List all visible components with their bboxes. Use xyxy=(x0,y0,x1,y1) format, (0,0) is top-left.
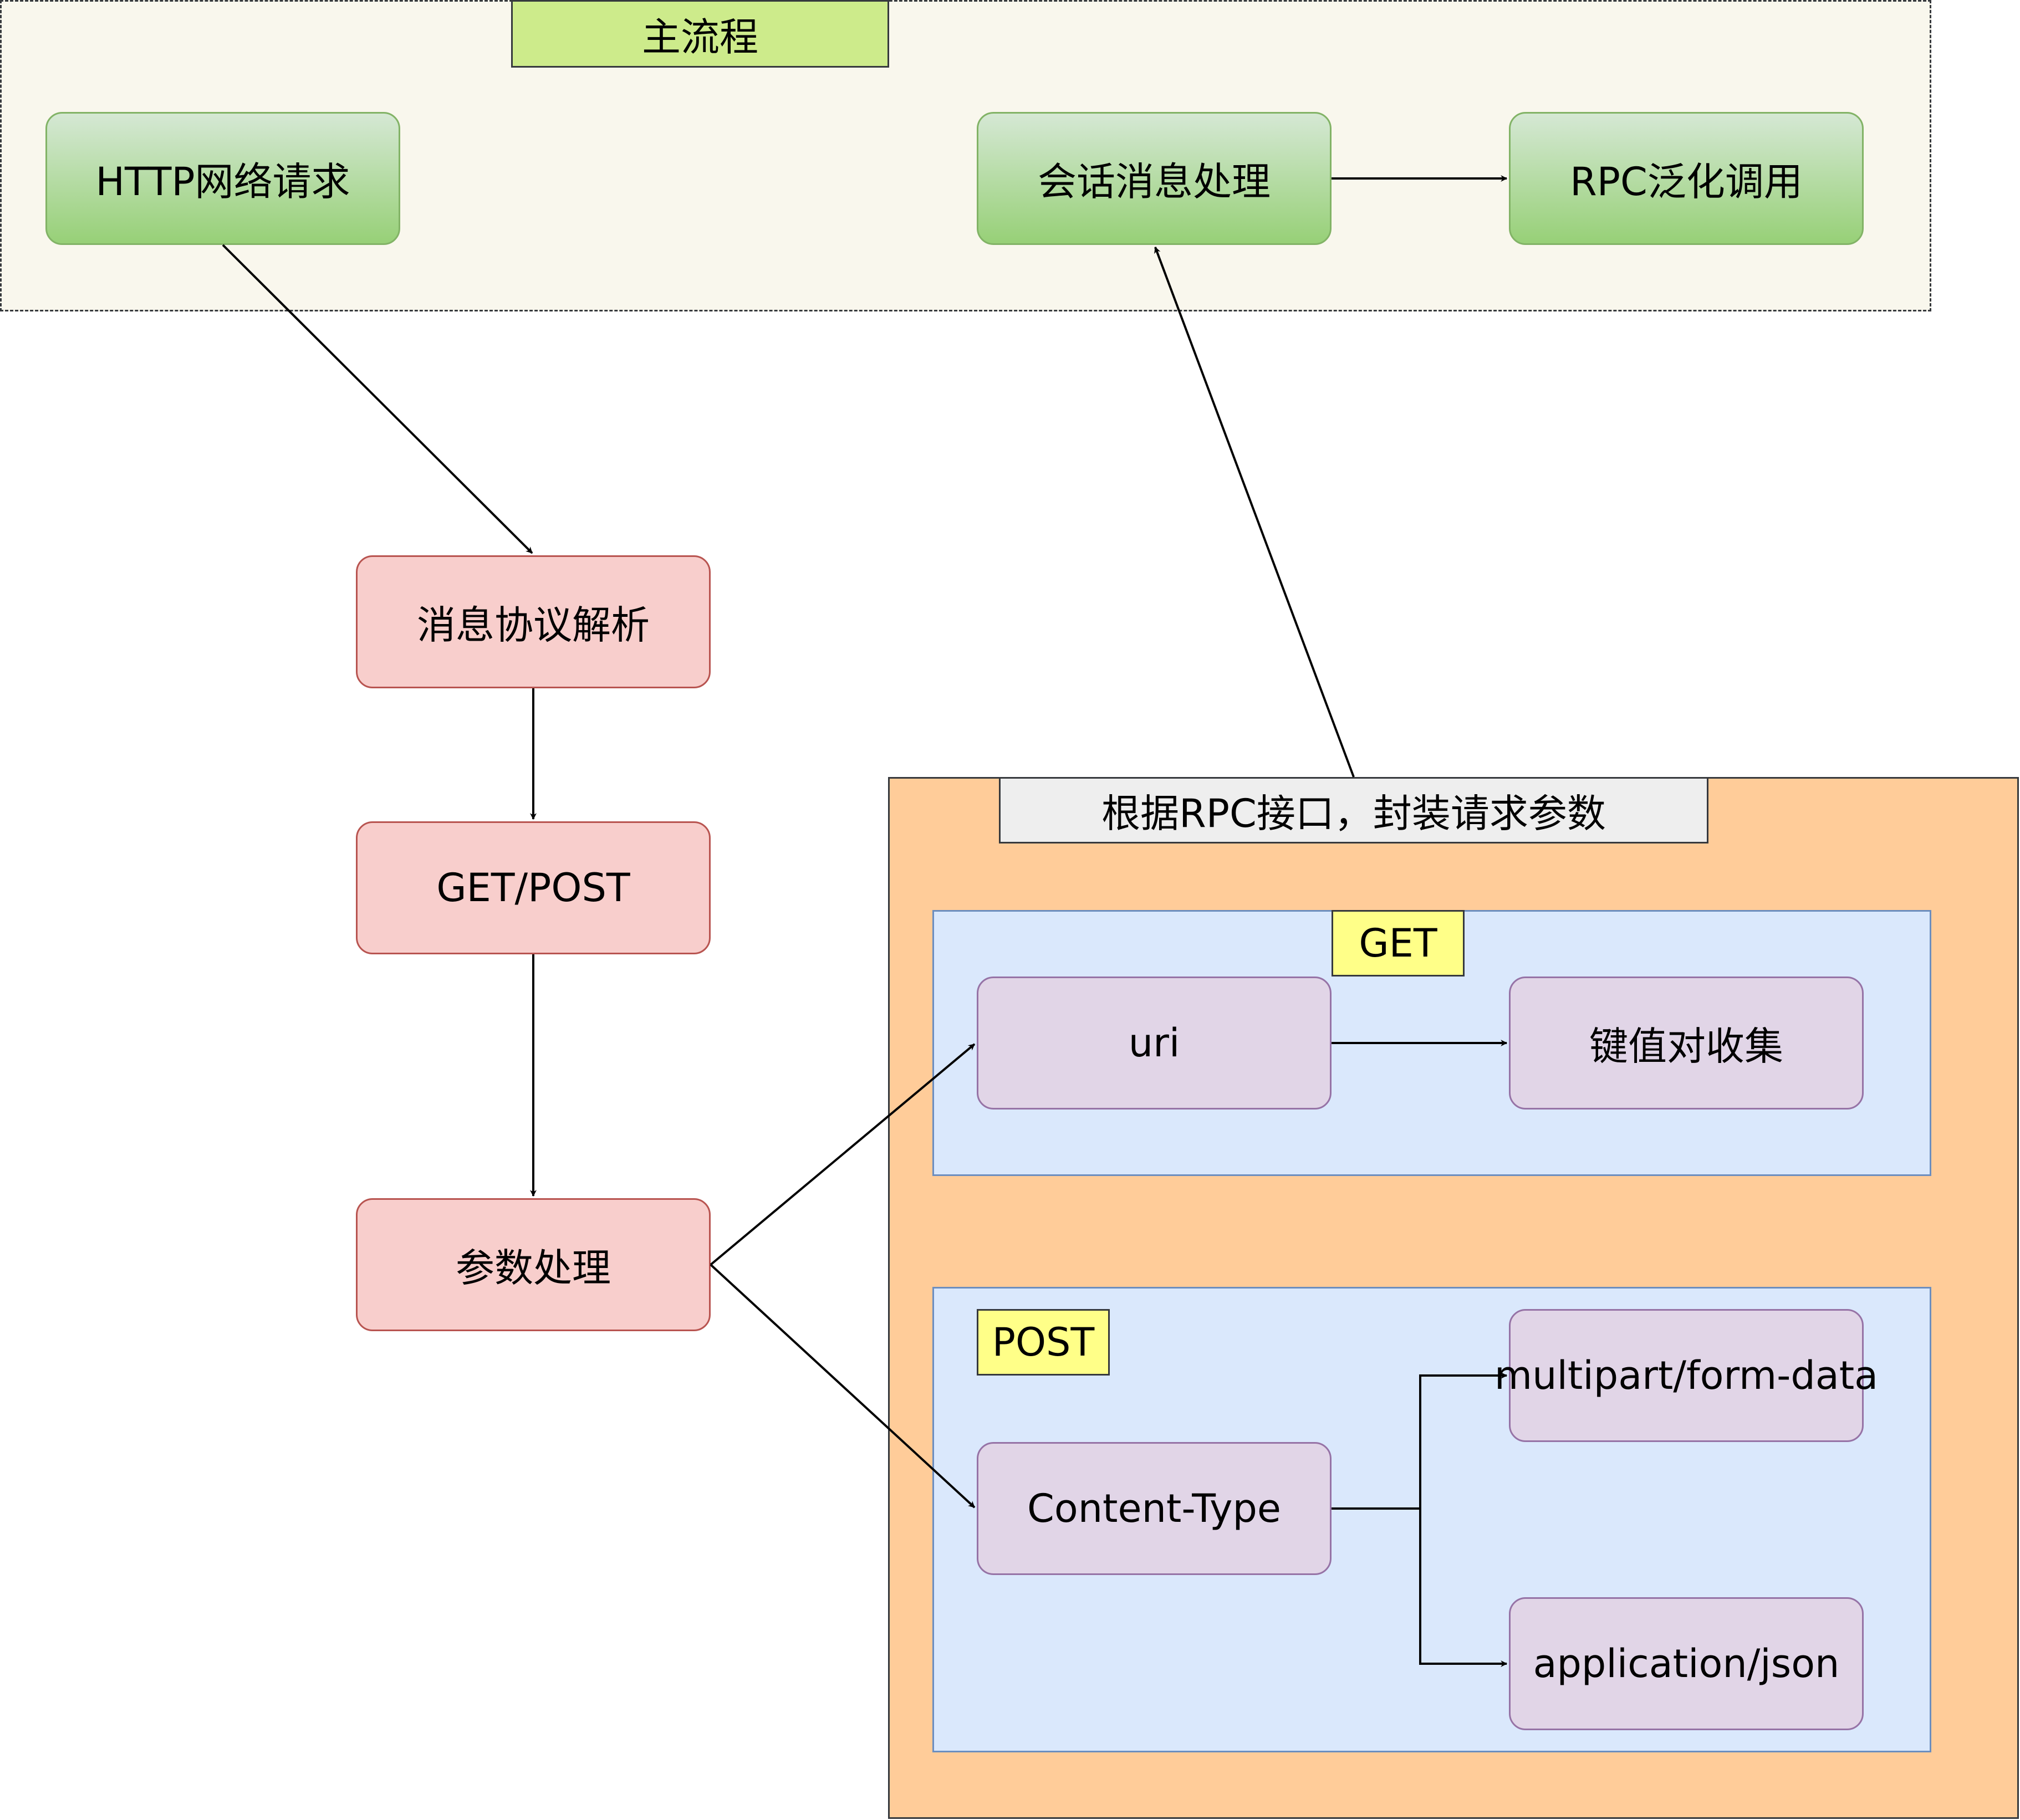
edge-params-to-content-type xyxy=(710,1264,976,1509)
session-handling-node[interactable]: 会话消息处理 xyxy=(977,112,1332,245)
content-type-node[interactable]: Content-Type xyxy=(977,1442,1332,1575)
get-tag: GET xyxy=(1332,910,1465,977)
edge-content-type-to-json xyxy=(1332,1507,1508,1667)
post-tag: POST xyxy=(977,1309,1110,1376)
edge-wrap-to-session xyxy=(1154,246,1355,778)
param-handling-node[interactable]: 参数处理 xyxy=(356,1198,711,1331)
main-flow-title: 主流程 xyxy=(511,0,889,68)
json-node[interactable]: application/json xyxy=(1509,1597,1864,1730)
edge-params-to-uri xyxy=(710,1043,976,1266)
wrap-group-title: 根据RPC接口，封装请求参数 xyxy=(999,777,1708,843)
rpc-generic-call-node[interactable]: RPC泛化调用 xyxy=(1509,112,1864,245)
edge-content-type-to-multipart xyxy=(1332,1372,1508,1510)
multipart-node[interactable]: multipart/form-data xyxy=(1494,1309,1878,1442)
get-post-node[interactable]: GET/POST xyxy=(356,821,711,954)
protocol-parse-node[interactable]: 消息协议解析 xyxy=(356,555,711,688)
uri-node[interactable]: uri xyxy=(977,977,1332,1110)
http-request-node[interactable]: HTTP网络请求 xyxy=(45,112,400,245)
kv-collect-node[interactable]: 键值对收集 xyxy=(1509,977,1864,1110)
edge-http-to-parse xyxy=(222,244,533,554)
